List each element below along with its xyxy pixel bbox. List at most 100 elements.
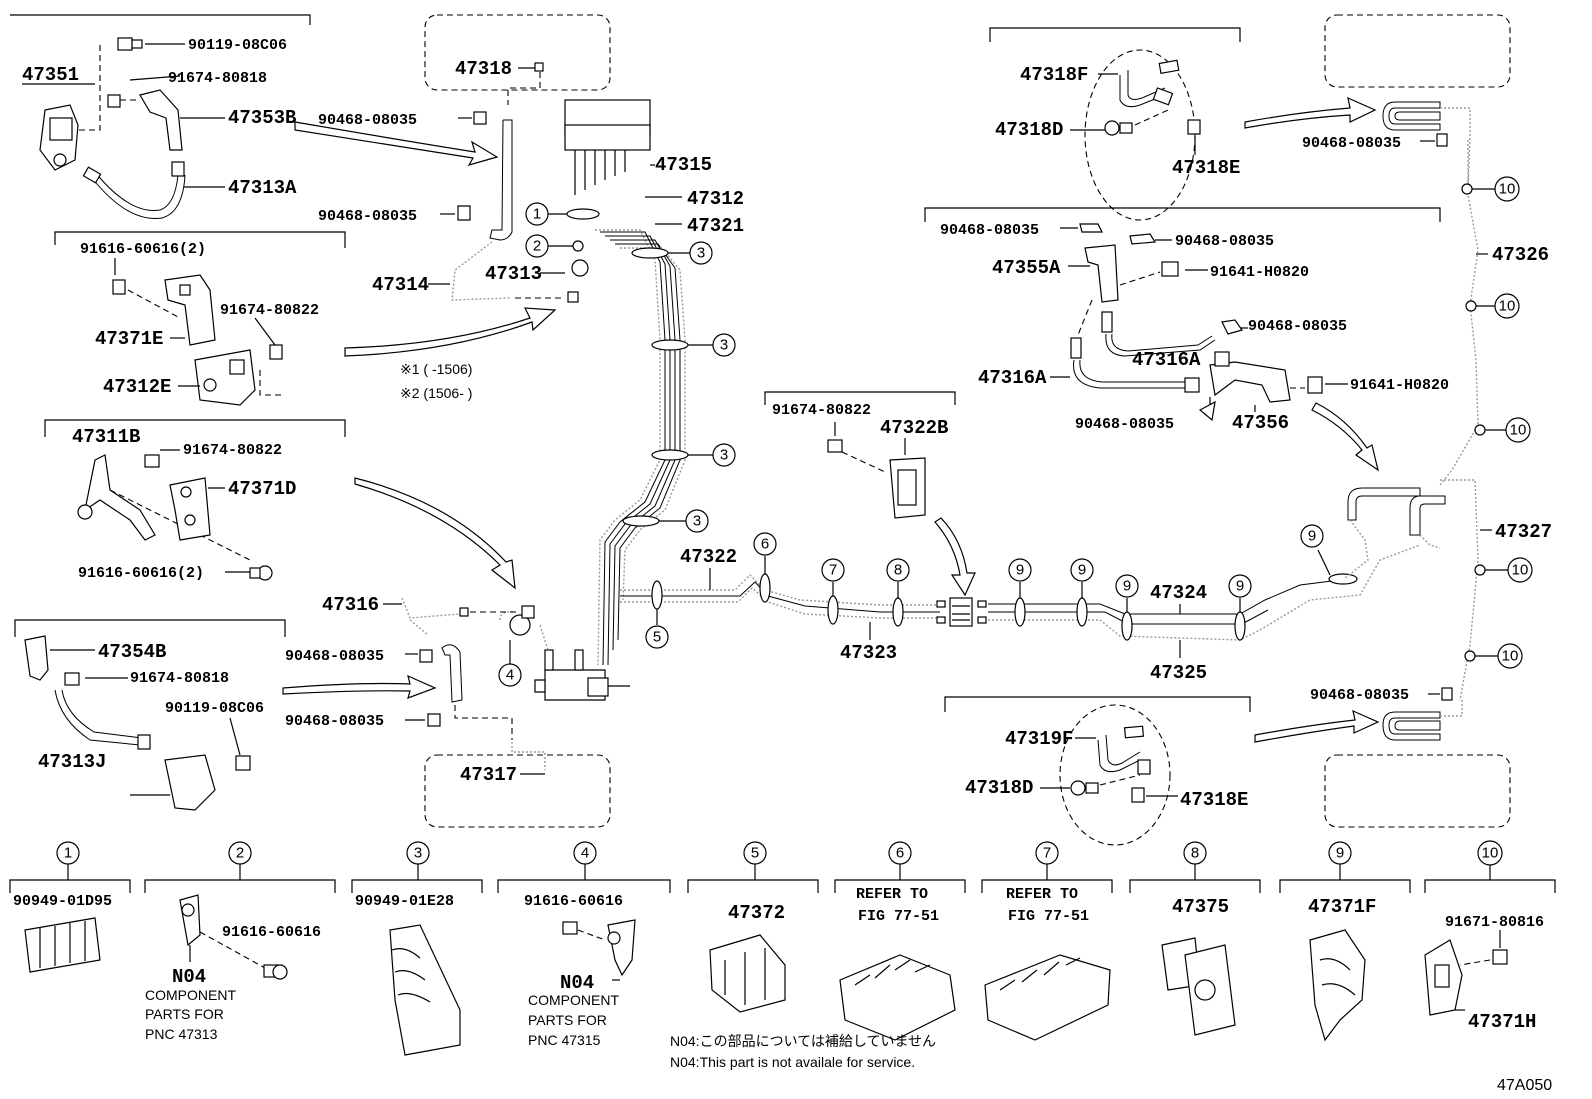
svg-text:10: 10 [1502,648,1519,665]
part-label[interactable]: 47356 [1232,412,1289,434]
part-label[interactable]: 90468-08035 [285,648,384,665]
part-label[interactable]: 47318E [1180,789,1248,811]
part-label[interactable]: 47314 [372,274,429,296]
part-label[interactable]: 91674-80818 [168,70,267,87]
part-label[interactable]: 47312E [103,376,171,398]
part-label[interactable]: 47316A [978,367,1047,389]
legend-ref: FIG 77-51 [1008,908,1089,925]
part-label[interactable]: 90119-08C06 [188,37,287,54]
group-rear-right-mid: 90468-08035 90468-08035 47355A 91641-H08… [924,207,1449,472]
part-label[interactable]: 90468-08035 [285,713,384,730]
part-label[interactable]: 90468-08035 [1175,233,1274,250]
part-label[interactable]: 90468-08035 [318,112,417,129]
part-label[interactable]: 91641-H0820 [1350,377,1449,394]
part-label[interactable]: 90468-08035 [940,222,1039,239]
callout-circle: 9 [1328,841,1352,865]
part-label[interactable]: 47318E [1172,157,1240,179]
part-label[interactable]: 47318D [995,119,1063,141]
part-label[interactable]: 47311B [72,426,140,448]
callout-circle: 9 [1008,558,1032,582]
legend-part-label[interactable]: 47371F [1308,896,1376,918]
part-label[interactable]: 91674-80818 [130,670,229,687]
callout-group-right: 10 10 10 10 10 [1461,176,1533,669]
clamp-icon [1424,939,1463,1016]
part-label[interactable]: 47313J [38,751,106,773]
part-label[interactable]: 47321 [687,215,744,237]
part-label[interactable]: 47319F [1005,728,1073,750]
part-label[interactable]: 47318F [1020,64,1088,86]
part-label[interactable]: 47354B [98,641,166,663]
svg-text:7: 7 [1043,845,1051,862]
part-label[interactable]: 47371E [95,328,163,350]
callout-circle: 8 [1183,841,1207,865]
part-label[interactable]: 47324 [1150,582,1207,604]
group-front-left-hose: 90119-08C06 47351 91674-80818 47353B 473… [10,14,311,219]
part-label[interactable]: 47316 [322,594,379,616]
legend-part-label[interactable]: 90949-01D95 [13,893,112,910]
part-label[interactable]: 47322 [680,546,737,568]
part-label[interactable]: 90468-08035 [318,208,417,225]
part-label[interactable]: 47317 [460,764,517,786]
legend-part-label[interactable]: 90949-01E28 [355,893,454,910]
callout-circle: 4 [573,841,597,865]
part-label[interactable]: 47326 [1492,244,1549,266]
svg-text:3: 3 [720,337,728,354]
footnote-jp: N04:この部品については補給していません [670,1033,936,1049]
callout-circle: 2 [228,841,252,865]
part-label[interactable]: 47316A [1132,349,1201,371]
part-label[interactable]: 47318 [455,58,512,80]
callout-circle: 3 [689,241,713,265]
part-label[interactable]: 47353B [228,107,296,129]
part-label[interactable]: 47355A [992,257,1061,279]
series-note-2: ※2 (1506- ) [400,385,472,401]
part-label[interactable]: 90119-08C06 [165,700,264,717]
flow-arrows-left [282,121,557,699]
legend-note: COMPONENT [145,987,236,1003]
part-label[interactable]: 47351 [22,64,79,86]
legend-part-label[interactable]: 91616-60616 [524,893,623,910]
part-label[interactable]: 47318D [965,777,1033,799]
part-label[interactable]: 47315 [655,154,712,176]
legend-part-label[interactable]: 91616-60616 [222,924,321,941]
group-center-top: 47318 90468-08035 90468-08035 47314 4731… [318,14,611,401]
callout-circle: 5 [645,625,669,649]
svg-text:3: 3 [414,845,422,862]
callout-circle: 8 [886,558,910,582]
part-label[interactable]: 91616-60616(2) [78,565,204,582]
part-label[interactable]: 47325 [1150,662,1207,684]
callout-circle: 5 [743,841,767,865]
callout-circle: 7 [1035,841,1059,865]
svg-text:3: 3 [697,245,705,262]
sensor-clip-icon [179,894,201,947]
legend-part-label[interactable]: 47372 [728,902,785,924]
callout-circle: 1 [525,202,549,226]
svg-text:2: 2 [236,845,244,862]
part-label[interactable]: 47371D [228,478,296,500]
legend-part-label[interactable]: 91671-80816 [1445,914,1544,931]
part-label[interactable]: 47323 [840,642,897,664]
callout-circle: 10 [1497,643,1523,669]
callout-circle: 10 [1494,176,1520,202]
part-label[interactable]: 90468-08035 [1302,135,1401,152]
legend-ref: REFER TO [856,886,928,903]
part-label[interactable]: 91674-80822 [183,442,282,459]
part-label[interactable]: 90468-08035 [1075,416,1174,433]
part-label[interactable]: 47312 [687,188,744,210]
part-label[interactable]: 91674-80822 [220,302,319,319]
legend-part-label[interactable]: 47375 [1172,896,1229,918]
callout-circle: 3 [685,509,709,533]
part-label[interactable]: 91674-80822 [772,402,871,419]
part-label[interactable]: 90468-08035 [1248,318,1347,335]
part-label[interactable]: 47313 [485,263,542,285]
part-label[interactable]: 47322B [880,417,948,439]
legend-part-label[interactable]: 47371H [1468,1011,1536,1033]
callout-circle: 9 [1300,524,1324,548]
part-label[interactable]: 90468-08035 [1310,687,1409,704]
legend-row: 1 90949-01D95 2 91616-60616 N04 COMPONEN… [9,840,1556,1056]
part-label[interactable]: 91616-60616(2) [80,241,206,258]
part-label[interactable]: 47327 [1495,521,1552,543]
legend-note: PNC 47313 [145,1026,218,1042]
part-label[interactable]: 91641-H0820 [1210,264,1309,281]
part-label[interactable]: 47313A [228,177,297,199]
